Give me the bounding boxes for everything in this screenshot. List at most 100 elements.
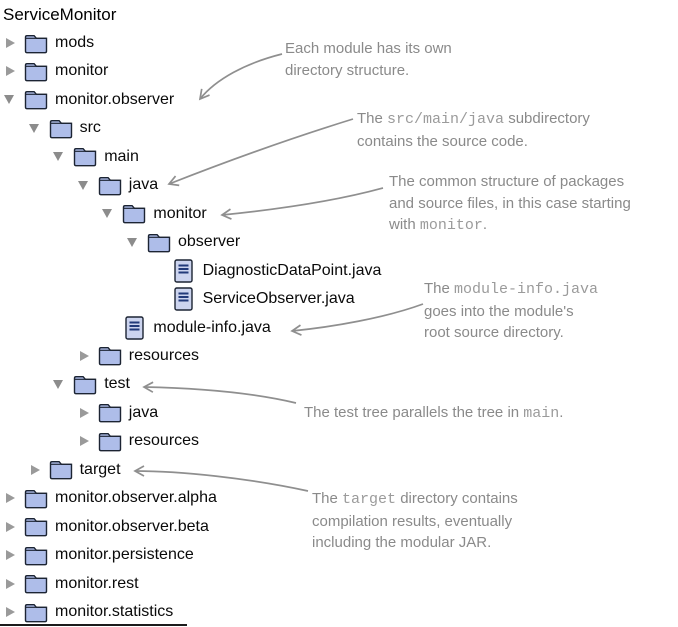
folder-icon-slot [24,33,48,54]
annotation-text: . [559,404,564,421]
tree-row-module-info-java[interactable]: module-info.java [0,314,271,342]
annotation-text: with [389,216,420,233]
expander-collapsed-icon[interactable] [29,456,44,484]
folder-icon-slot [24,545,48,566]
annotation-text: The common structure of packages [389,173,625,190]
annotation-code-text: target [342,491,397,508]
tree-row-resources[interactable]: resources [0,427,199,455]
file-icon-slot [172,258,196,283]
expander-expanded-icon[interactable] [127,228,142,256]
expander-expanded-icon[interactable] [53,143,68,171]
tree-row-src[interactable]: src [0,114,101,142]
tree-row-monitor-observer[interactable]: monitor.observer [0,86,174,114]
folder-icon [49,461,72,480]
tree-row-label: monitor [153,204,207,222]
tree-row-label: monitor.rest [55,574,139,592]
expander-collapsed-icon[interactable] [78,427,93,455]
folder-icon [24,489,48,509]
expander-expanded-icon[interactable] [4,86,19,114]
folder-icon-slot [122,203,146,224]
tree-row-test[interactable]: test [0,370,130,398]
tree-row-label: monitor.persistence [55,546,194,564]
annotation-text: The [357,110,388,127]
expander-collapsed-icon[interactable] [4,513,19,541]
folder-icon-slot [49,459,73,480]
tree-row-monitor[interactable]: monitor [0,57,108,85]
folder-icon [98,347,121,366]
tree-row-label: module-info.java [153,318,271,336]
annotation-text: including the modular JAR. [312,534,492,551]
expander-collapsed-icon[interactable] [4,484,19,512]
expander-expanded-icon[interactable] [28,114,44,142]
annotation-text: directory structure. [285,61,410,79]
folder-icon-slot [24,573,48,594]
folder-icon [24,62,48,82]
annotation-line: goes into the module's [424,301,598,323]
folder-icon-slot [98,431,122,452]
expander-collapsed-icon[interactable] [4,598,19,626]
annotation-text: goes into the module's [424,302,574,320]
expander-collapsed-icon[interactable] [4,57,19,85]
annotation-text: contains the source code. [357,132,528,150]
expander-collapsed-icon[interactable] [4,570,19,598]
annotation-line: directory structure. [285,60,452,82]
folder-icon [24,91,48,110]
project-root-label: ServiceMonitor [3,5,117,24]
annotation-code-text: main [523,405,560,422]
annotation-line: The module-info.java [424,278,598,301]
expander-collapsed-icon[interactable] [78,399,93,427]
tree-row-label: DiagnosticDataPoint.java [202,261,382,279]
annotation-line: root source directory. [424,322,598,344]
annotation-code-text: src/main/java [387,111,505,128]
tree-row-label: monitor.statistics [55,603,174,620]
expander-collapsed-icon[interactable] [4,541,19,569]
annotation-line: The test tree parallels the tree in main… [304,402,563,425]
tree-row-target[interactable]: target [0,456,121,484]
tree-row-monitor-observer-beta[interactable]: monitor.observer.beta [0,513,209,541]
annotation-text: compilation results, eventually [312,512,513,530]
annotation-text: . [482,216,488,233]
tree-row-mods[interactable]: mods [0,29,94,57]
expander-expanded-icon[interactable] [102,200,117,228]
annotation-text: directory contains [396,490,518,507]
tree-row-label: src [79,119,101,137]
arrow-monitor-observer [198,53,283,101]
tree-row-resources[interactable]: resources [0,342,199,370]
folder-icon [24,518,48,537]
folder-icon [98,176,121,196]
tree-row-java[interactable]: java [0,399,158,427]
folder-icon [49,119,72,139]
folder-icon-slot [24,89,48,110]
expander-expanded-icon[interactable] [53,370,68,398]
annotation-line: The target directory contains [312,488,518,511]
tree-row-monitor-persistence[interactable]: monitor.persistence [0,541,194,569]
folder-icon-slot [24,602,48,623]
tree-row-monitor-rest[interactable]: monitor.rest [0,570,139,598]
expander-collapsed-icon[interactable] [78,342,93,370]
tree-row-java[interactable]: java [0,171,158,199]
tree-row-label: monitor.observer.beta [55,517,209,535]
folder-icon [24,546,48,565]
tree-row-observer[interactable]: observer [0,228,240,256]
folder-icon-slot [24,488,48,509]
tree-row-monitor-observer-alpha[interactable]: monitor.observer.alpha [0,484,217,512]
tree-row-label: java [128,176,159,194]
tree-row-monitor[interactable]: monitor [0,200,207,228]
tree-row-serviceobserver-java[interactable]: ServiceObserver.java [0,285,355,313]
folder-icon-slot [24,516,48,537]
expander-collapsed-icon[interactable] [4,29,19,57]
tree-row-label: main [104,147,139,165]
folder-icon-slot [73,146,97,167]
annotation-line: compilation results, eventually [312,511,518,533]
expander-expanded-icon[interactable] [77,171,93,199]
tree-row-diagnosticdatapoint-java[interactable]: DiagnosticDataPoint.java [0,257,381,285]
tree-row-monitor-statistics[interactable]: monitor.statistics [0,598,173,626]
folder-icon [98,432,121,452]
tree-row-label: monitor [55,62,109,80]
tree-row-main[interactable]: main [0,143,139,171]
folder-icon-slot [49,118,73,139]
file-icon-slot [122,315,146,340]
